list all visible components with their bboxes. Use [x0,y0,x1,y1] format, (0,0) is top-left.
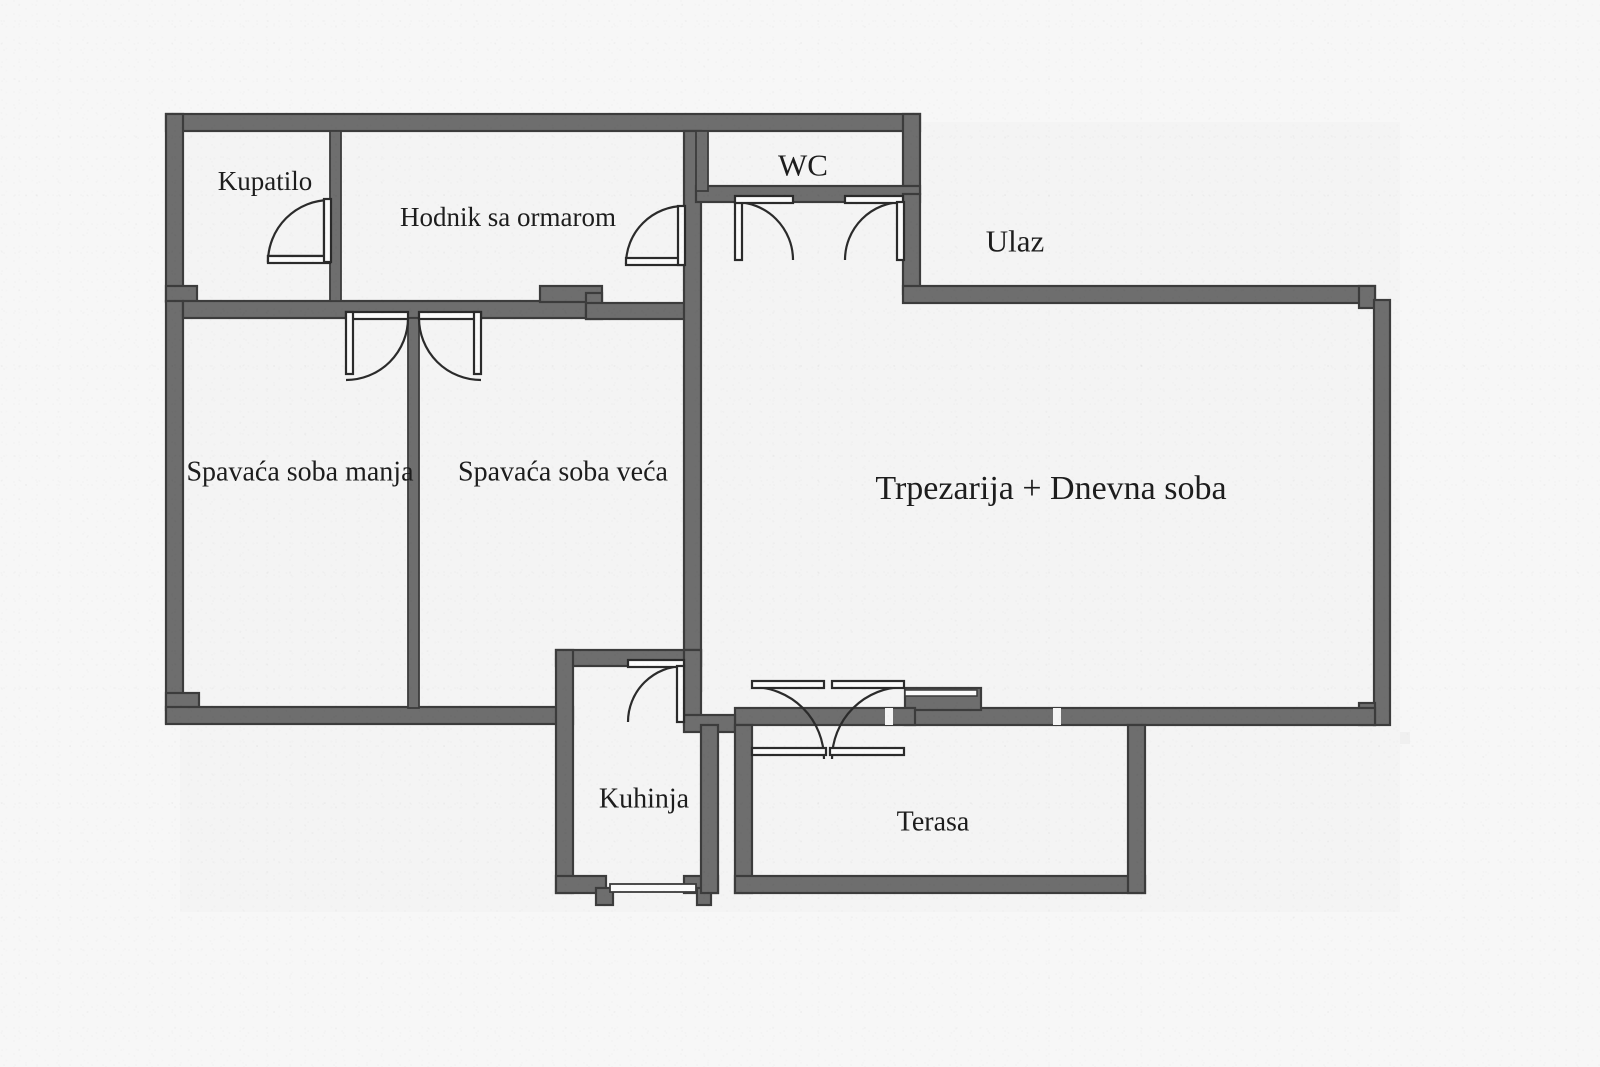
wc-door [733,194,795,262]
walls [164,112,1392,907]
floor-fills [180,122,1400,912]
bedroom-small-door [344,310,410,382]
hallway-door [624,204,687,267]
entry-door [843,194,906,262]
terrace-french-door [750,679,906,760]
bathroom-door [266,197,333,265]
kitchen-door [626,658,686,724]
bedroom-large-door [417,310,483,382]
windows [609,689,1061,893]
doors [266,194,906,760]
